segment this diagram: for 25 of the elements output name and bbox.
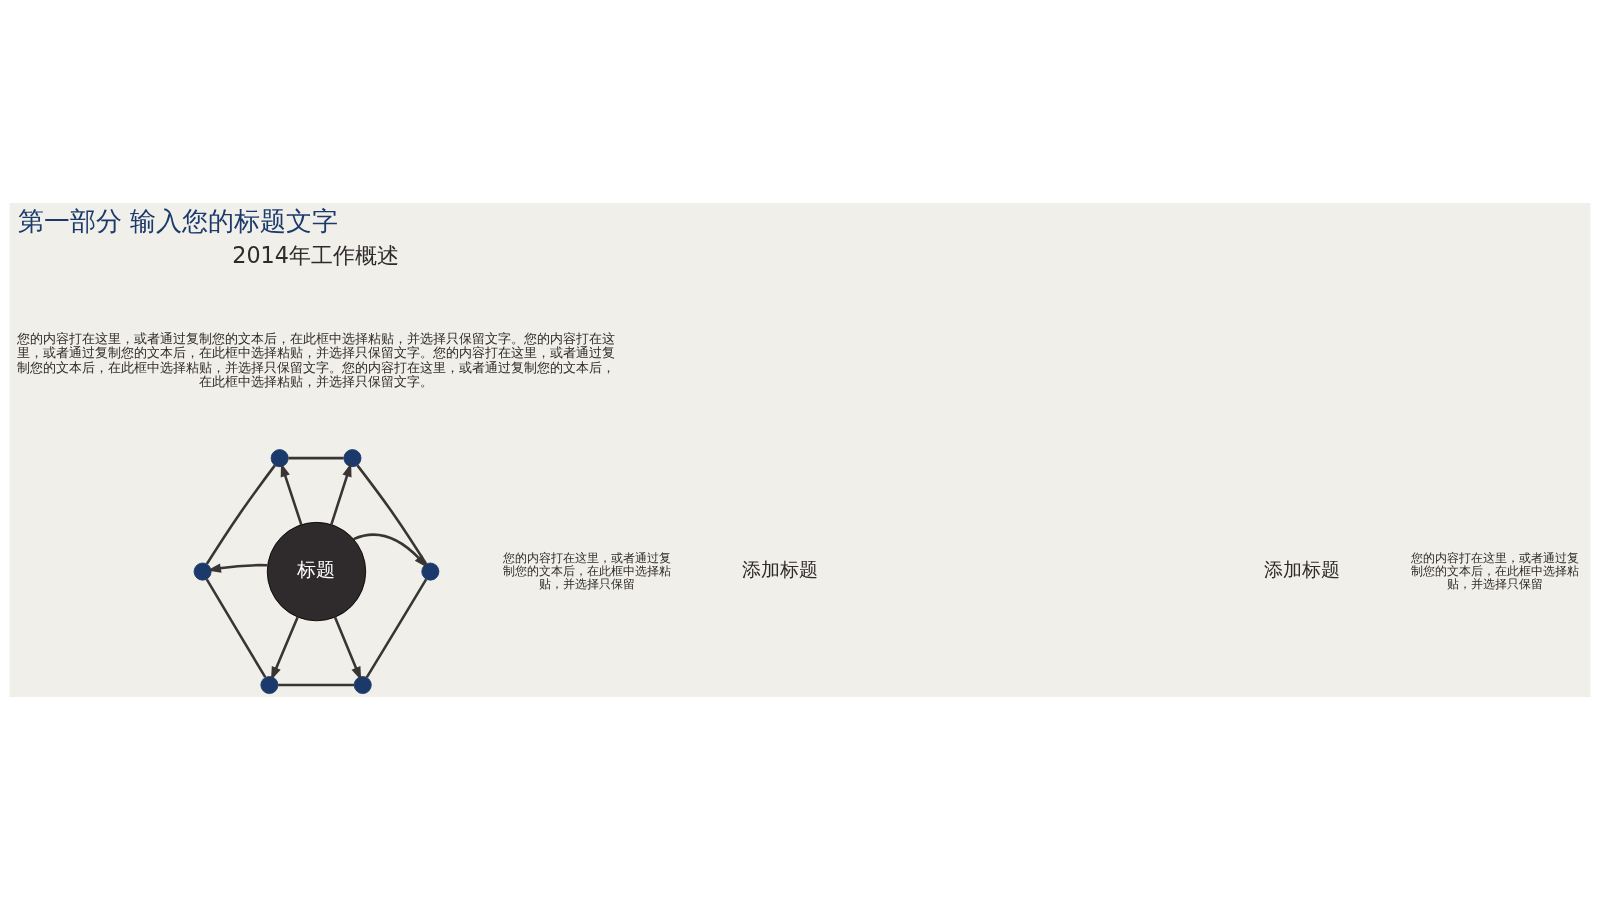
- node-circle: [193, 562, 212, 581]
- arrow: [207, 563, 268, 573]
- arrow: [280, 462, 303, 526]
- node-circle: [343, 449, 362, 468]
- connector: [356, 464, 428, 565]
- arrow: [330, 462, 352, 525]
- node-circle: [353, 676, 372, 694]
- connector: [365, 578, 428, 679]
- label: 您的内容打在这里，或者通过复制您的文本后，在此框中选择粘贴，并选择只保留: [1410, 550, 1579, 591]
- node-circle: [270, 449, 289, 468]
- connector: [205, 464, 276, 565]
- label: 添加标题: [741, 559, 818, 581]
- node-circle: [260, 676, 279, 694]
- label: 您的内容打在这里，或者通过复制您的文本后，在此框中选择粘贴，并选择只保留文字。您的内容打在这里，或者通过复制您的文本后，在此框中选择粘贴，并选择只保留文字。您的内容打在这里，或者通过复制您的文本后，在此框中选择粘贴，并选择只保留文字。您的内容打在这里，或者通过复制您的文本后，在此框中选择粘贴，并选择只保留文字。: [16, 330, 615, 390]
- label: 您的内容打在这里，或者通过复制您的文本后，在此框中选择粘贴，并选择只保留: [503, 550, 672, 591]
- connector: [278, 683, 355, 687]
- arrow: [270, 616, 299, 681]
- connector: [288, 456, 344, 460]
- diagram-title: 第一部分 输入您的标题文字: [18, 206, 339, 237]
- label: 添加标题: [1263, 559, 1340, 581]
- node-circle: [421, 562, 440, 581]
- label: 2014年工作概述: [232, 241, 399, 268]
- connector: [205, 578, 267, 678]
- node-circle: 标题: [266, 521, 367, 622]
- arrow: [333, 616, 362, 681]
